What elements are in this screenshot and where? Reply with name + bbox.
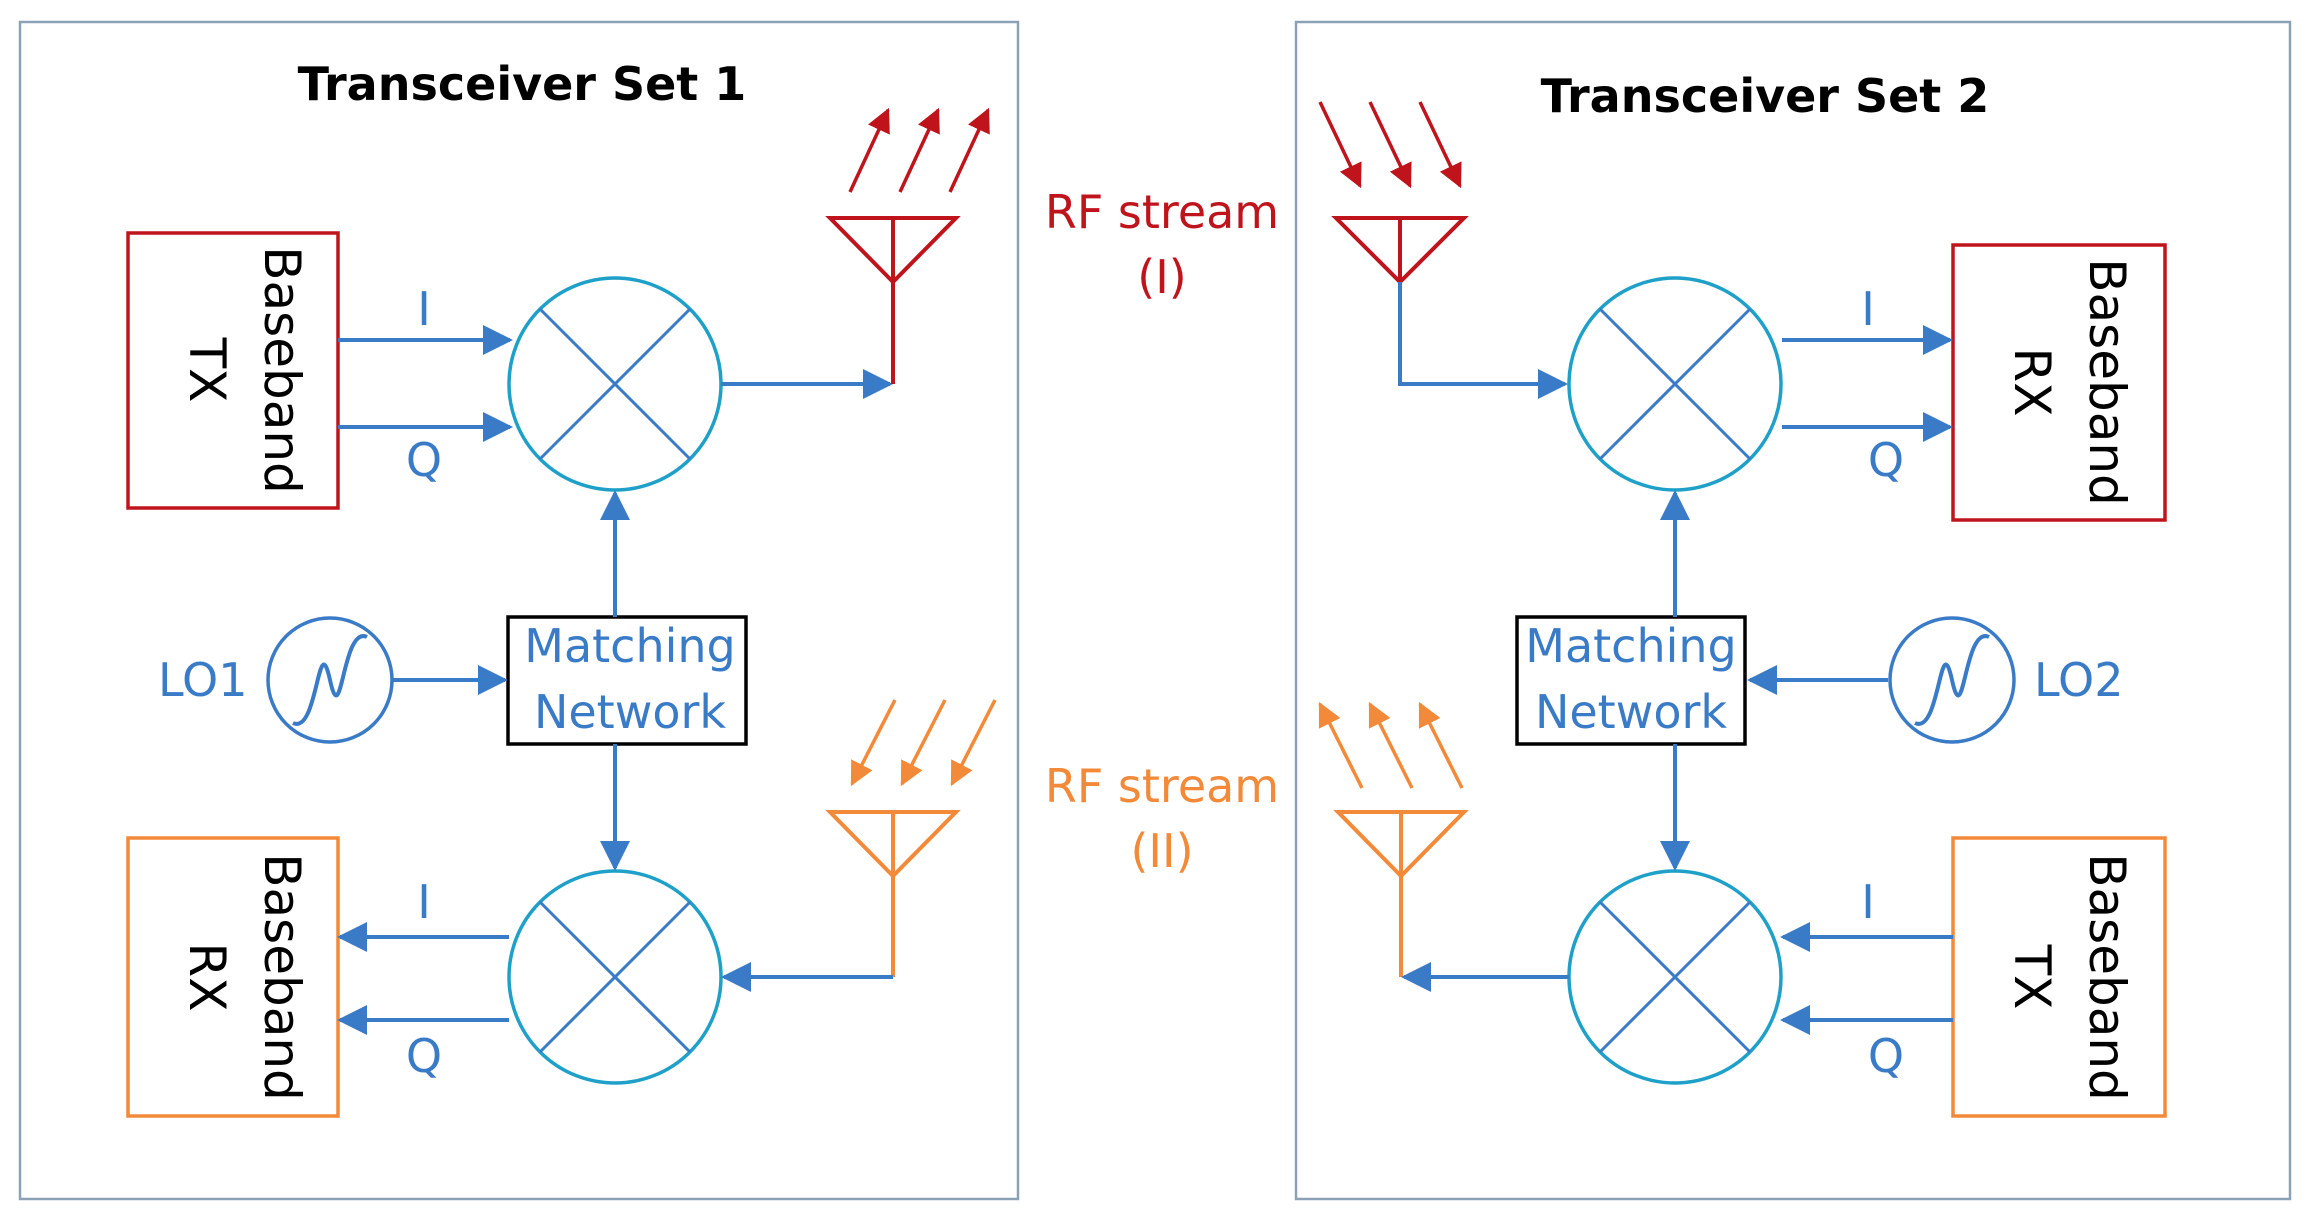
set1-mixer-tx <box>507 276 723 492</box>
rf-stream-2-label: RF stream (II) <box>1045 759 1279 878</box>
set1-lo-oscillator <box>266 616 394 744</box>
set2-antenna-rx <box>1331 216 1469 384</box>
set2-incoming-wave-arrows <box>1318 101 1462 189</box>
set1-mixer-rx <box>507 869 723 1085</box>
set1-matching-line1: Matching <box>524 619 736 673</box>
set2-title: Transceiver Set 2 <box>1541 69 1990 123</box>
set1-baseband-tx-line2: TX <box>178 337 236 403</box>
set2-lo-oscillator <box>1888 616 2016 744</box>
set2-baseband-tx-line1: Baseband <box>2078 853 2136 1101</box>
set2-antenna-tx <box>1333 810 1469 977</box>
set2-baseband-rx-block <box>1951 243 2167 522</box>
set2-rx-q-label: Q <box>1868 433 1904 487</box>
set2-baseband-rx-line2: RX <box>2003 348 2061 417</box>
set2-matching-line2: Network <box>1535 685 1727 739</box>
set1-baseband-rx-block <box>126 836 340 1118</box>
set2-lo-label: LO2 <box>2034 653 2123 707</box>
set1-incoming-wave-arrows <box>850 699 997 787</box>
set2-tx-q-label: Q <box>1868 1029 1904 1083</box>
set1-baseband-tx-line1: Baseband <box>253 246 311 494</box>
set2-baseband-tx-line2: TX <box>2003 944 2061 1010</box>
set1-baseband-rx-line1: Baseband <box>253 853 311 1101</box>
set2-frame <box>1294 20 2292 1201</box>
svg-text:RF stream: RF stream <box>1045 185 1279 239</box>
set2-mixer-tx <box>1567 869 1783 1085</box>
set2-matching-line1: Matching <box>1525 619 1737 673</box>
rf-stream-1-label: RF stream (I) <box>1045 185 1279 304</box>
set1-antenna-rx <box>825 810 961 977</box>
set2-matching-network <box>1515 615 1747 746</box>
set2-rx-i-label: I <box>1861 282 1875 336</box>
set1-frame <box>18 20 1020 1201</box>
set1-rx-q-label: Q <box>406 1029 442 1083</box>
svg-text:(II): (II) <box>1130 824 1193 878</box>
set1-antenna-tx <box>825 216 961 384</box>
set1-tx-q-label: Q <box>406 433 442 487</box>
set1-baseband-tx-block <box>126 231 340 510</box>
set1-matching-line2: Network <box>534 685 726 739</box>
set2-baseband-tx-block <box>1951 836 2167 1118</box>
set2-baseband-rx-line1: Baseband <box>2078 258 2136 506</box>
set2-mixer-rx <box>1567 276 1783 492</box>
set1-tx-i-label: I <box>417 282 431 336</box>
set2-tx-i-label: I <box>1861 875 1875 929</box>
svg-text:RF stream: RF stream <box>1045 759 1279 813</box>
set1-baseband-rx-line2: RX <box>178 943 236 1012</box>
set1-matching-network <box>506 615 748 746</box>
set1-rx-i-label: I <box>417 875 431 929</box>
set1-lo-label: LO1 <box>158 653 247 707</box>
set2-outgoing-wave-arrows <box>1318 701 1464 789</box>
set1-title: Transceiver Set 1 <box>298 57 747 111</box>
svg-text:(I): (I) <box>1137 250 1186 304</box>
set1-outgoing-wave-arrows <box>848 107 990 193</box>
